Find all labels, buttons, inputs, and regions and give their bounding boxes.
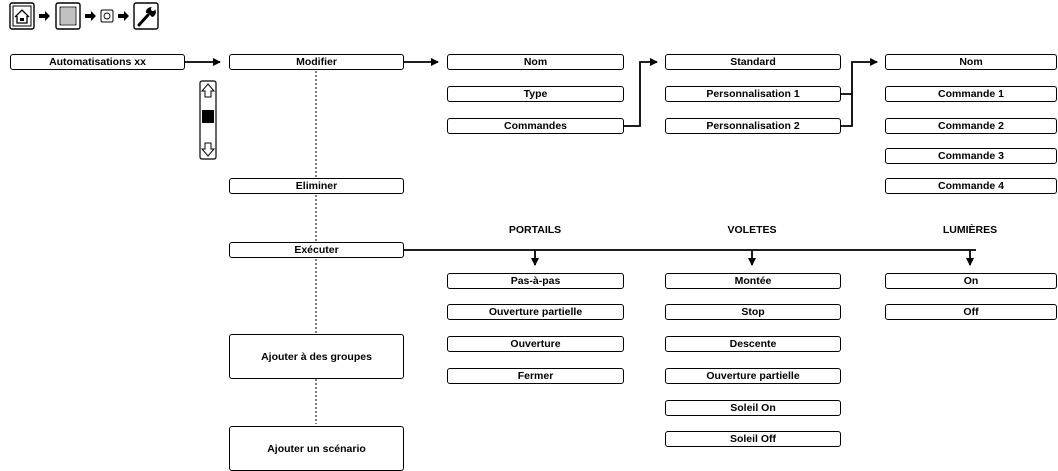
header-portails: PORTAILS bbox=[508, 224, 562, 236]
voletes-action[interactable]: Soleil On bbox=[665, 400, 841, 416]
scroll-thumb bbox=[202, 110, 214, 123]
custom-commande-3[interactable]: Commande 3 bbox=[885, 148, 1057, 164]
arrow-right-icon bbox=[85, 11, 96, 21]
home-icon[interactable] bbox=[9, 2, 35, 30]
arrow-to-standard bbox=[624, 58, 658, 127]
voletes-action[interactable]: Stop bbox=[665, 304, 841, 320]
custom-commande-1[interactable]: Commande 1 bbox=[885, 86, 1057, 102]
arrow-to-custom-nom bbox=[841, 58, 878, 95]
portails-action[interactable]: Pas-à-pas bbox=[447, 273, 624, 289]
portails-action[interactable]: Ouverture partielle bbox=[447, 304, 624, 320]
scroll-down-icon bbox=[200, 142, 216, 157]
nav-path bbox=[9, 2, 159, 30]
option-type[interactable]: Type bbox=[447, 86, 624, 102]
menu-executer[interactable]: Exécuter bbox=[229, 242, 404, 258]
lumieres-action[interactable]: Off bbox=[885, 304, 1057, 320]
voletes-action[interactable]: Soleil Off bbox=[665, 431, 841, 447]
wrench-icon[interactable] bbox=[133, 2, 159, 30]
custom-commande-2[interactable]: Commande 2 bbox=[885, 118, 1057, 134]
scroll-up-icon bbox=[200, 83, 216, 98]
scroll-control[interactable] bbox=[199, 80, 217, 160]
automations-box[interactable]: Automatisations xx bbox=[10, 54, 185, 70]
header-lumieres: LUMIÈRES bbox=[942, 224, 998, 236]
voletes-action[interactable]: Ouverture partielle bbox=[665, 368, 841, 384]
portails-action[interactable]: Ouverture bbox=[447, 336, 624, 352]
header-voletes: VOLETES bbox=[727, 224, 777, 236]
menu-ajouter-groupes[interactable]: Ajouter à des groupes bbox=[229, 334, 404, 379]
arrow-right-icon bbox=[39, 11, 50, 21]
menu-modifier[interactable]: Modifier bbox=[229, 54, 404, 70]
option-nom[interactable]: Nom bbox=[447, 54, 624, 70]
option-commandes[interactable]: Commandes bbox=[447, 118, 624, 134]
settings-small-icon[interactable] bbox=[100, 9, 114, 23]
voletes-action[interactable]: Montée bbox=[665, 273, 841, 289]
portails-action[interactable]: Fermer bbox=[447, 368, 624, 384]
type-personnalisation-1[interactable]: Personnalisation 1 bbox=[665, 86, 841, 102]
custom-commande-4[interactable]: Commande 4 bbox=[885, 178, 1057, 194]
type-personnalisation-2[interactable]: Personnalisation 2 bbox=[665, 118, 841, 134]
arrow-right-icon bbox=[118, 11, 129, 21]
connector-personnalisation-2 bbox=[841, 94, 853, 127]
menu-ajouter-scenario[interactable]: Ajouter un scénario bbox=[229, 426, 404, 471]
menu-grid-icon[interactable] bbox=[55, 2, 81, 30]
lumieres-action[interactable]: On bbox=[885, 273, 1057, 289]
custom-nom[interactable]: Nom bbox=[885, 54, 1057, 70]
type-standard[interactable]: Standard bbox=[665, 54, 841, 70]
voletes-action[interactable]: Descente bbox=[665, 336, 841, 352]
menu-eliminer[interactable]: Eliminer bbox=[229, 178, 404, 194]
